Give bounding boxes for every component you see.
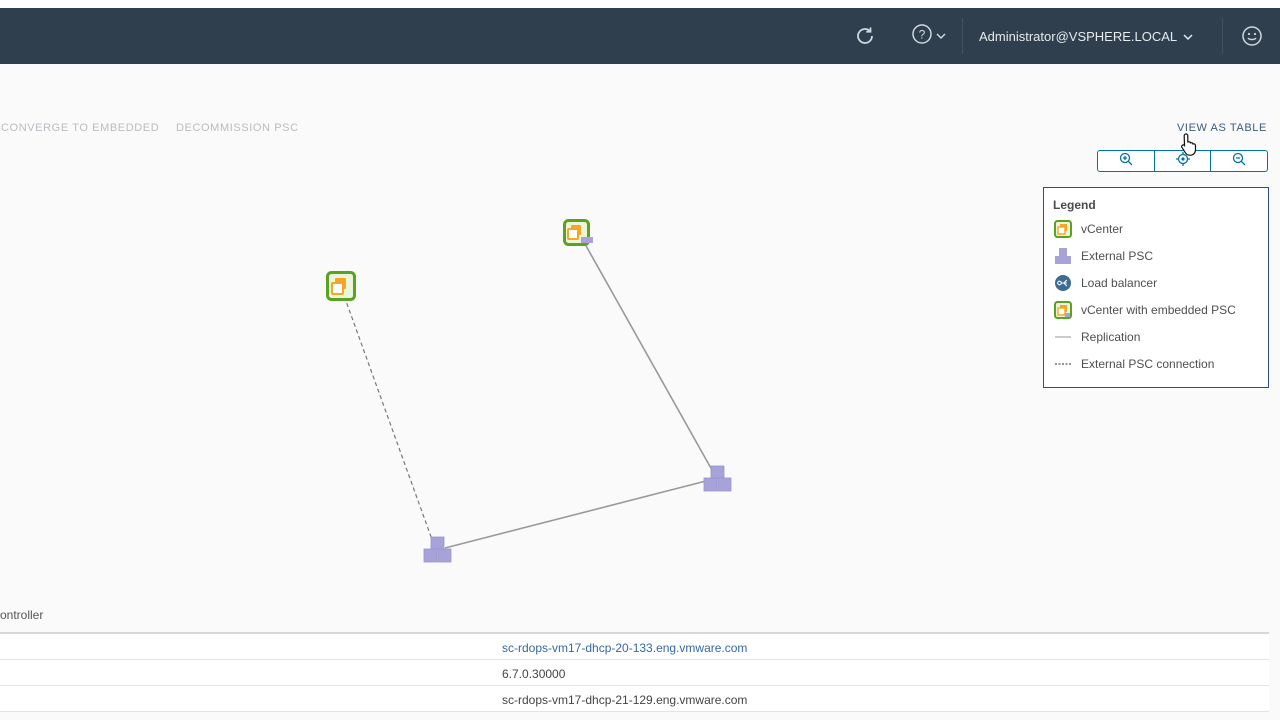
help-menu[interactable]: ? (911, 23, 946, 50)
top-header: ? Administrator@VSPHERE.LOCAL (0, 8, 1280, 64)
legend-item: External PSC (1053, 246, 1153, 266)
section-label: ontroller (0, 608, 44, 622)
help-icon: ? (911, 23, 933, 50)
external-psc-node[interactable] (703, 465, 733, 498)
chevron-down-icon (1183, 29, 1193, 44)
version-value: 6.7.0.30000 (502, 667, 566, 681)
center-icon (1175, 151, 1190, 171)
vcenter-node[interactable] (326, 271, 356, 306)
legend-title: Legend (1053, 198, 1096, 212)
load-balancer-icon (1053, 273, 1073, 293)
vcenter-node[interactable] (563, 219, 595, 254)
header-divider (962, 18, 963, 54)
legend-item: vCenter (1053, 219, 1123, 239)
svg-text:?: ? (919, 27, 926, 41)
legend-label: vCenter (1081, 222, 1124, 236)
table-row: sc-rdops-vm17-dhcp-20-133.eng.vmware.com (0, 634, 1269, 660)
replication-line-icon (1053, 327, 1073, 347)
table-row: sc-rdops-vm17-dhcp-21-129.eng.vmware.com (0, 686, 1269, 712)
converge-to-embedded-button[interactable]: CONVERGE TO EMBEDDED (1, 122, 160, 134)
external-psc-connection-icon (1053, 354, 1073, 374)
hostname-value: sc-rdops-vm17-dhcp-21-129.eng.vmware.com (502, 693, 748, 707)
hand-pointer-icon (1180, 132, 1200, 161)
zoom-in-icon (1119, 152, 1133, 171)
user-menu[interactable]: Administrator@VSPHERE.LOCAL (979, 25, 1193, 47)
legend-item: External PSC connection (1053, 354, 1214, 374)
replication-line (444, 480, 707, 549)
vcenter-icon (563, 219, 593, 246)
decommission-psc-button[interactable]: DECOMMISSION PSC (176, 122, 299, 134)
topology-view (0, 64, 1280, 720)
zoom-out-icon (1232, 152, 1246, 171)
table-row: 6.7.0.30000 (0, 660, 1269, 686)
vcenter-embedded-psc-icon (1053, 300, 1073, 320)
vcenter-icon (1053, 219, 1073, 239)
user-name: Administrator@VSPHERE.LOCAL (979, 28, 1178, 44)
refresh-icon[interactable] (854, 25, 876, 47)
zoom-controls (1097, 150, 1268, 172)
legend-item: Load balancer (1053, 273, 1157, 293)
external-psc-connection-line (341, 289, 435, 546)
vcenter-icon (326, 271, 356, 301)
details-table: sc-rdops-vm17-dhcp-20-133.eng.vmware.com… (0, 632, 1269, 712)
hostname-link[interactable]: sc-rdops-vm17-dhcp-20-133.eng.vmware.com (502, 641, 748, 655)
smiley-feedback-icon[interactable] (1241, 25, 1263, 47)
replication-line (584, 243, 713, 471)
external-psc-icon (1053, 246, 1073, 266)
external-psc-node[interactable] (423, 536, 453, 569)
legend-label: External PSC (1081, 249, 1154, 263)
legend-label: Replication (1081, 330, 1141, 344)
zoom-in-button[interactable] (1098, 151, 1154, 171)
view-as-table-link[interactable]: VIEW AS TABLE (1177, 122, 1267, 134)
legend-item: vCenter with embedded PSC (1053, 300, 1236, 320)
external-psc-icon (423, 536, 452, 563)
legend-label: vCenter with embedded PSC (1081, 303, 1236, 317)
legend-panel: Legend vCenter External PSC Load balance… (1043, 187, 1269, 388)
chevron-down-icon (936, 27, 946, 45)
zoom-out-button[interactable] (1210, 151, 1267, 171)
center-button[interactable] (1153, 151, 1211, 171)
legend-label: External PSC connection (1081, 357, 1215, 371)
external-psc-icon (703, 465, 732, 492)
top-strip (0, 0, 1280, 8)
header-divider (1222, 18, 1223, 54)
legend-label: Load balancer (1081, 276, 1158, 290)
legend-item: Replication (1053, 327, 1140, 347)
